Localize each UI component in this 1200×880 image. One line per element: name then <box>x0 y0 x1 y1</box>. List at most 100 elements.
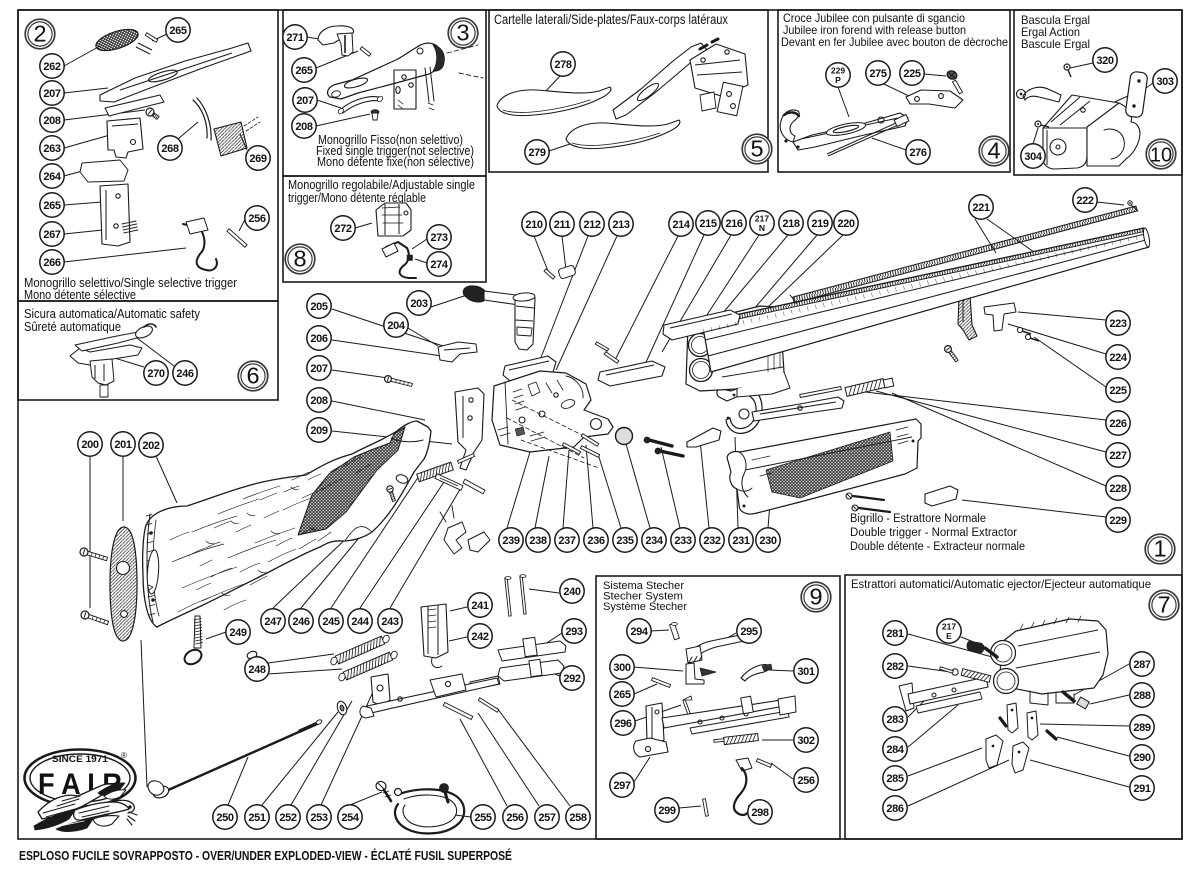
svg-text:SINCE 1971: SINCE 1971 <box>52 754 109 765</box>
svg-text:211: 211 <box>554 219 571 231</box>
svg-text:284: 284 <box>886 744 904 756</box>
svg-text:207: 207 <box>296 95 313 107</box>
svg-text:238: 238 <box>529 535 546 547</box>
svg-text:203: 203 <box>410 298 427 310</box>
svg-text:1: 1 <box>1153 536 1166 562</box>
svg-text:2: 2 <box>33 21 46 47</box>
svg-text:282: 282 <box>886 661 903 673</box>
svg-text:trigger/Mono détente réglable: trigger/Mono détente réglable <box>288 190 426 205</box>
svg-text:Bigrillo - Estrattore Normale: Bigrillo - Estrattore Normale <box>850 513 986 525</box>
svg-text:246: 246 <box>176 368 193 380</box>
svg-text:Cartelle laterali/Side-plates/: Cartelle laterali/Side-plates/Faux-corps… <box>494 12 728 27</box>
svg-text:274: 274 <box>430 259 448 271</box>
svg-text:292: 292 <box>563 673 580 685</box>
svg-text:236: 236 <box>587 535 604 547</box>
svg-text:Fixed single trigger(not selec: Fixed single trigger(not selective) <box>316 144 474 158</box>
svg-text:Bascula Ergal: Bascula Ergal <box>1021 13 1090 27</box>
svg-text:233: 233 <box>674 535 691 547</box>
svg-text:235: 235 <box>616 535 633 547</box>
svg-text:253: 253 <box>310 812 327 824</box>
svg-text:Monogrillo regolabile/Adjustab: Monogrillo regolabile/Adjustable single <box>288 177 475 192</box>
svg-text:208: 208 <box>43 115 60 127</box>
svg-text:275: 275 <box>869 68 886 80</box>
svg-text:228: 228 <box>1109 483 1126 495</box>
svg-text:265: 265 <box>295 65 312 77</box>
svg-text:200: 200 <box>81 439 98 451</box>
svg-text:258: 258 <box>569 812 586 824</box>
svg-text:240: 240 <box>563 586 580 598</box>
svg-text:256: 256 <box>797 775 814 787</box>
svg-text:229: 229 <box>831 66 845 76</box>
svg-text:243: 243 <box>381 616 398 628</box>
svg-text:271: 271 <box>286 32 303 44</box>
svg-text:257: 257 <box>538 812 555 824</box>
svg-text:242: 242 <box>471 631 488 643</box>
svg-text:10: 10 <box>1150 145 1172 167</box>
svg-text:E: E <box>946 631 952 641</box>
svg-text:250: 250 <box>216 812 233 824</box>
svg-text:266: 266 <box>43 257 60 269</box>
svg-text:Monogrillo selettivo/Single se: Monogrillo selettivo/Single selective tr… <box>24 275 238 290</box>
svg-text:216: 216 <box>725 218 742 230</box>
svg-text:227: 227 <box>1109 450 1126 462</box>
svg-text:205: 205 <box>310 301 327 313</box>
svg-text:272: 272 <box>334 223 351 235</box>
svg-text:245: 245 <box>322 616 339 628</box>
svg-text:288: 288 <box>1133 690 1150 702</box>
svg-text:269: 269 <box>249 153 266 165</box>
svg-text:218: 218 <box>782 218 799 230</box>
svg-text:Croce Jubilee con pulsante di: Croce Jubilee con pulsante di sgancio <box>783 11 965 25</box>
svg-text:289: 289 <box>1133 722 1150 734</box>
svg-text:Sûreté automatique: Sûreté automatique <box>24 319 121 334</box>
svg-text:301: 301 <box>797 666 814 678</box>
svg-text:276: 276 <box>909 147 926 159</box>
svg-text:ESPLOSO FUCILE SOVRAPPOSTO - O: ESPLOSO FUCILE SOVRAPPOSTO - OVER/UNDER … <box>19 848 512 863</box>
svg-text:Estrattori automatici/Automati: Estrattori automatici/Automatic ejector/… <box>851 577 1151 591</box>
svg-text:Double détente - Extracteur no: Double détente - Extracteur normale <box>850 541 1025 553</box>
svg-text:287: 287 <box>1133 659 1150 671</box>
svg-text:202: 202 <box>142 440 159 452</box>
svg-text:262: 262 <box>43 61 60 73</box>
svg-text:299: 299 <box>658 805 675 817</box>
svg-text:302: 302 <box>797 735 814 747</box>
svg-text:229: 229 <box>1109 515 1126 527</box>
svg-text:Ergal Action: Ergal Action <box>1021 25 1080 39</box>
svg-text:264: 264 <box>43 171 61 183</box>
svg-text:Bascule Ergal: Bascule Ergal <box>1021 37 1090 51</box>
svg-text:Stecher System: Stecher System <box>603 591 683 603</box>
svg-text:215: 215 <box>699 218 716 230</box>
svg-text:Sicura automatica/Automatic sa: Sicura automatica/Automatic safety <box>24 306 200 321</box>
svg-text:265: 265 <box>43 200 60 212</box>
svg-text:252: 252 <box>279 812 296 824</box>
svg-text:263: 263 <box>43 143 60 155</box>
svg-text:285: 285 <box>886 773 903 785</box>
svg-text:273: 273 <box>430 232 447 244</box>
svg-text:296: 296 <box>614 718 631 730</box>
svg-text:209: 209 <box>310 425 327 437</box>
svg-text:4: 4 <box>987 138 1000 164</box>
svg-text:286: 286 <box>886 803 903 815</box>
svg-text:204: 204 <box>387 320 405 332</box>
svg-text:220: 220 <box>837 218 854 230</box>
svg-text:Système Stecher: Système Stecher <box>603 601 687 613</box>
svg-text:265: 265 <box>169 25 186 37</box>
svg-text:291: 291 <box>1133 783 1150 795</box>
svg-text:304: 304 <box>1024 151 1042 163</box>
svg-text:223: 223 <box>1109 318 1126 330</box>
svg-text:246: 246 <box>292 616 309 628</box>
svg-text:248: 248 <box>248 664 265 676</box>
svg-text:278: 278 <box>554 59 571 71</box>
svg-text:251: 251 <box>248 812 265 824</box>
svg-text:320: 320 <box>1096 55 1113 67</box>
svg-text:254: 254 <box>341 812 359 824</box>
svg-text:241: 241 <box>471 600 488 612</box>
svg-text:267: 267 <box>43 229 60 241</box>
svg-text:231: 231 <box>732 535 749 547</box>
svg-text:247: 247 <box>264 616 281 628</box>
svg-text:232: 232 <box>703 535 720 547</box>
svg-text:268: 268 <box>161 143 178 155</box>
svg-text:206: 206 <box>310 333 327 345</box>
svg-text:210: 210 <box>525 219 542 231</box>
svg-text:Double trigger - Normal Extrac: Double trigger - Normal Extractor <box>850 527 1017 539</box>
svg-text:221: 221 <box>972 202 989 214</box>
